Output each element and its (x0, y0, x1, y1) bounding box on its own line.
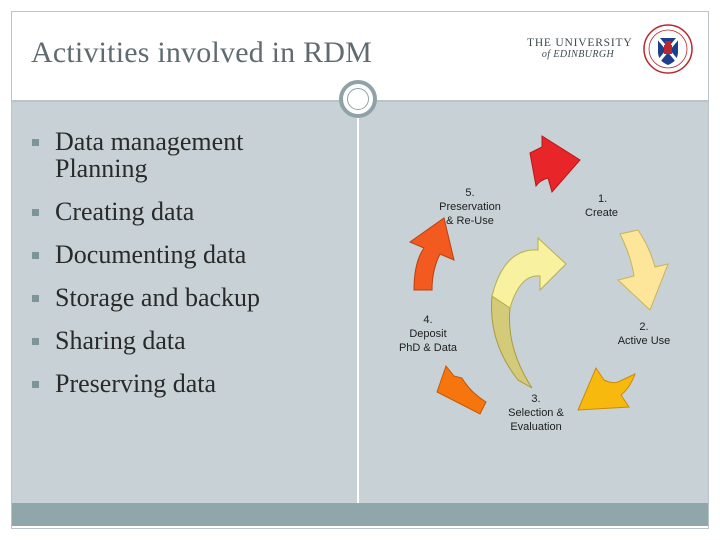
bullet-text: Preserving data (55, 369, 217, 398)
svg-text:Selection &: Selection & (508, 407, 564, 419)
bullet-text-continued: Planning (55, 154, 148, 183)
stage-label-2: 2. Active Use (618, 321, 671, 347)
bullet-marker-icon (32, 381, 39, 388)
footer-bar (12, 503, 708, 526)
svg-text:Active Use: Active Use (618, 335, 671, 347)
bullet-list: Data management Planning Creating data D… (30, 128, 350, 413)
logo-line-1: THE UNIVERSITY (527, 37, 633, 49)
svg-text:4.: 4. (423, 314, 432, 326)
create-arrow-icon (529, 135, 581, 194)
stage-label-4: 4. Deposit PhD & Data (399, 314, 458, 354)
svg-text:1.: 1. (598, 193, 607, 205)
bullet-marker-icon (32, 139, 39, 146)
svg-text:Deposit: Deposit (409, 328, 446, 340)
slide-title: Activities involved in RDM (31, 36, 373, 69)
university-crest-icon (643, 24, 693, 74)
svg-text:& Re-Use: & Re-Use (446, 215, 494, 227)
preservation-arrow-icon (408, 217, 455, 291)
bullet-marker-icon (32, 209, 39, 216)
selection-arrow-icon (577, 366, 636, 411)
bullet-text: Sharing data (55, 326, 186, 355)
deposit-arrow-icon (436, 364, 487, 415)
column-divider (357, 102, 359, 503)
bullet-text: Documenting data (55, 240, 247, 269)
content-area (12, 101, 708, 503)
stage-label-5: 5. Preservation & Re-Use (439, 187, 501, 227)
svg-text:Preservation: Preservation (439, 201, 501, 213)
bullet-text: Creating data (55, 197, 195, 226)
svg-text:3.: 3. (531, 393, 540, 405)
university-logo: THE UNIVERSITY of EDINBURGH (527, 37, 633, 60)
rdm-lifecycle-diagram: 5. Preservation & Re-Use 1. Create 4. De… (399, 135, 671, 433)
decorative-ring-icon (339, 80, 377, 118)
bullet-item: Creating data (30, 198, 350, 225)
center-arrow-lower-icon (491, 295, 533, 389)
svg-text:Evaluation: Evaluation (510, 421, 561, 433)
bullet-marker-icon (32, 338, 39, 345)
bullet-item: Data management Planning (30, 128, 350, 182)
bullet-text: Data management (55, 127, 244, 156)
active-use-arrow-icon (616, 229, 669, 311)
bullet-item: Documenting data (30, 241, 350, 268)
stage-label-3: 3. Selection & Evaluation (508, 393, 564, 433)
stage-label-1: 1. Create (585, 193, 618, 219)
bullet-item: Sharing data (30, 327, 350, 354)
bullet-marker-icon (32, 295, 39, 302)
svg-text:5.: 5. (465, 187, 474, 199)
bullet-marker-icon (32, 252, 39, 259)
bullet-item: Storage and backup (30, 284, 350, 311)
svg-text:PhD & Data: PhD & Data (399, 342, 458, 354)
center-arrow-upper-icon (491, 236, 567, 309)
svg-text:Create: Create (585, 207, 618, 219)
svg-text:2.: 2. (639, 321, 648, 333)
logo-line-2: of EDINBURGH (541, 49, 615, 60)
bullet-item: Preserving data (30, 370, 350, 397)
bullet-text: Storage and backup (55, 283, 261, 312)
